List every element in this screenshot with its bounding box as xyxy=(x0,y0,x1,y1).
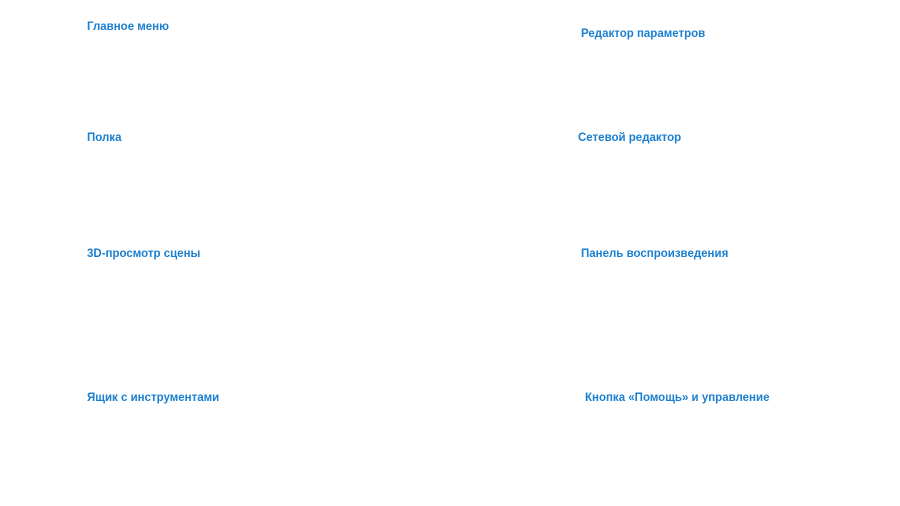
shelf-link[interactable]: Полка xyxy=(87,132,122,144)
network-editor-link[interactable]: Сетевой редактор xyxy=(578,132,682,144)
help-and-controls-link[interactable]: Кнопка «Помощь» и управление xyxy=(585,392,770,404)
playbar-link[interactable]: Панель воспроизведения xyxy=(581,248,729,260)
scene-view-3d-link[interactable]: 3D-просмотр сцены xyxy=(87,248,201,260)
toolbox-link[interactable]: Ящик с инструментами xyxy=(87,392,220,404)
parameter-editor-link[interactable]: Редактор параметров xyxy=(581,28,706,40)
main-menu-link[interactable]: Главное меню xyxy=(87,21,169,33)
